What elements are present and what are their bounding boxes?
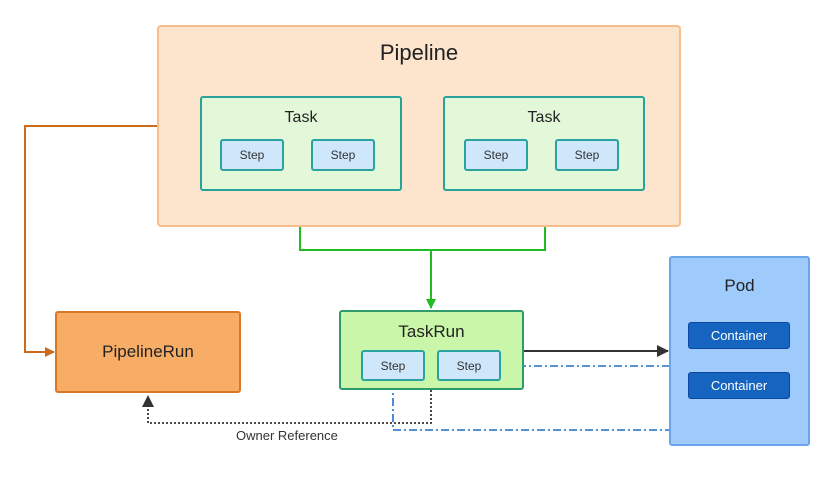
taskrun-step-1: Step <box>361 350 425 381</box>
task-title-1: Task <box>284 109 318 126</box>
task-2-step-2: Step <box>555 139 619 171</box>
pipelinerun-box: PipelineRun <box>55 311 241 393</box>
pod-box <box>669 256 810 446</box>
pipeline-title: Pipeline <box>379 40 459 65</box>
taskrun-step-2: Step <box>437 350 501 381</box>
task-2-step-1: Step <box>464 139 528 171</box>
pipeline-to-pipelinerun-arrow <box>24 125 157 357</box>
task-title-2: Task <box>527 109 561 126</box>
task-1-step-1: Step <box>220 139 284 171</box>
container-2: Container <box>688 372 790 399</box>
task-1-step-2: Step <box>311 139 375 171</box>
owner-reference-arrow <box>142 390 432 424</box>
container-1: Container <box>688 322 790 349</box>
owner-reference-label: Owner Reference <box>236 428 338 443</box>
pod-title: Pod <box>724 276 755 295</box>
taskrun-title: TaskRun <box>398 322 465 341</box>
step-to-container-link-2 <box>392 382 745 431</box>
